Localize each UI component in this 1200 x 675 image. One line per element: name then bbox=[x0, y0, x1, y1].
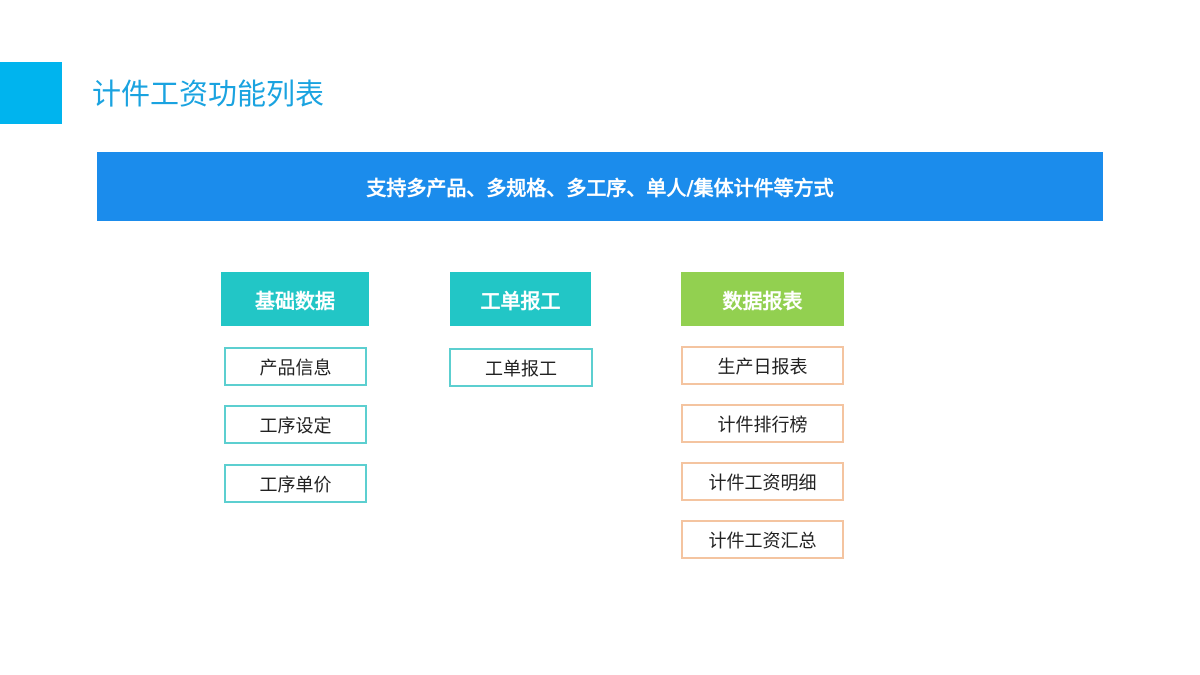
list-item: 产品信息 bbox=[224, 347, 367, 386]
list-item: 计件工资汇总 bbox=[681, 520, 844, 559]
list-item: 计件排行榜 bbox=[681, 404, 844, 443]
column-header-basic-data: 基础数据 bbox=[221, 272, 369, 326]
list-item: 工单报工 bbox=[449, 348, 593, 387]
list-item: 生产日报表 bbox=[681, 346, 844, 385]
list-item: 工序单价 bbox=[224, 464, 367, 503]
column-header-reports: 数据报表 bbox=[681, 272, 844, 326]
page-title: 计件工资功能列表 bbox=[92, 77, 325, 111]
column-header-work-order: 工单报工 bbox=[450, 272, 591, 326]
list-item: 计件工资明细 bbox=[681, 462, 844, 501]
title-accent-block bbox=[0, 62, 62, 124]
list-item: 工序设定 bbox=[224, 405, 367, 444]
feature-banner: 支持多产品、多规格、多工序、单人/集体计件等方式 bbox=[97, 152, 1103, 221]
